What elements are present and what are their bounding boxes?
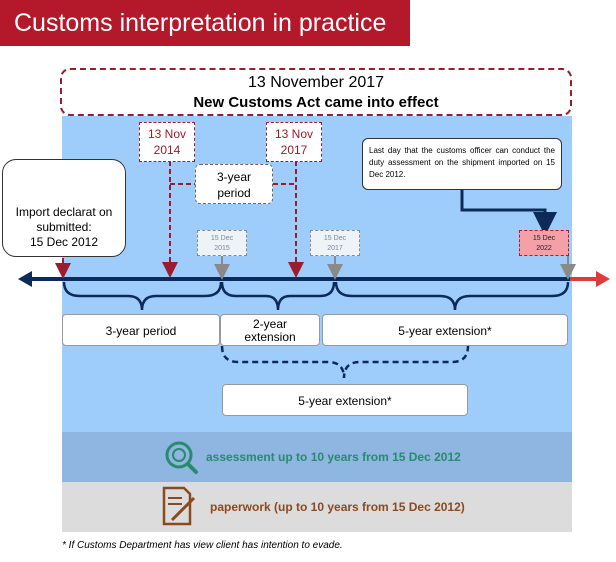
- date-15-dec-2015: 15 Dec 2015: [197, 230, 247, 256]
- segment-five-year-lower: 5-year extension*: [222, 384, 468, 416]
- paperwork-text: paperwork (up to 10 years from 15 Dec 20…: [210, 500, 465, 514]
- three-year-period-label: 3-year period: [195, 164, 273, 204]
- paperwork-band: [62, 482, 572, 532]
- paperwork-icon: [162, 486, 196, 526]
- date-15-dec-2017: 15 Dec 2017: [310, 230, 360, 256]
- timeline-left-arrow-icon: [18, 271, 32, 287]
- effect-text: New Customs Act came into effect: [193, 94, 439, 111]
- brace-three-year: [62, 281, 223, 311]
- assessment-text: assessment up to 10 years from 15 Dec 20…: [206, 450, 461, 464]
- date-13-nov-2014: 13 Nov 2014: [139, 122, 195, 162]
- date-13-nov-2017: 13 Nov 2017: [266, 122, 322, 162]
- brace-five-year: [334, 281, 570, 311]
- date-15-dec-2022: 15 Dec 2022: [519, 230, 569, 256]
- footnote: * If Customs Department has view client …: [62, 540, 343, 551]
- effect-callout: 13 November 2017 New Customs Act came in…: [60, 68, 572, 116]
- assessment-deadline-note: Last day that the customs officer can co…: [362, 138, 562, 190]
- import-declaration-box: Import declarat on submitted: 15 Dec 201…: [2, 159, 126, 257]
- brace-five-year-lower: [220, 345, 470, 379]
- segment-three-year: 3-year period: [62, 314, 220, 346]
- page-title: Customs interpretation in practice: [0, 0, 410, 46]
- segment-two-year: 2-year extension: [220, 314, 320, 346]
- assessment-band: [62, 432, 572, 482]
- magnifier-icon: [165, 441, 198, 474]
- segment-five-year: 5-year extension*: [322, 314, 568, 346]
- timeline-right-arrow-icon: [596, 271, 610, 287]
- brace-two-year: [220, 281, 336, 311]
- effect-date: 13 November 2017: [247, 74, 385, 91]
